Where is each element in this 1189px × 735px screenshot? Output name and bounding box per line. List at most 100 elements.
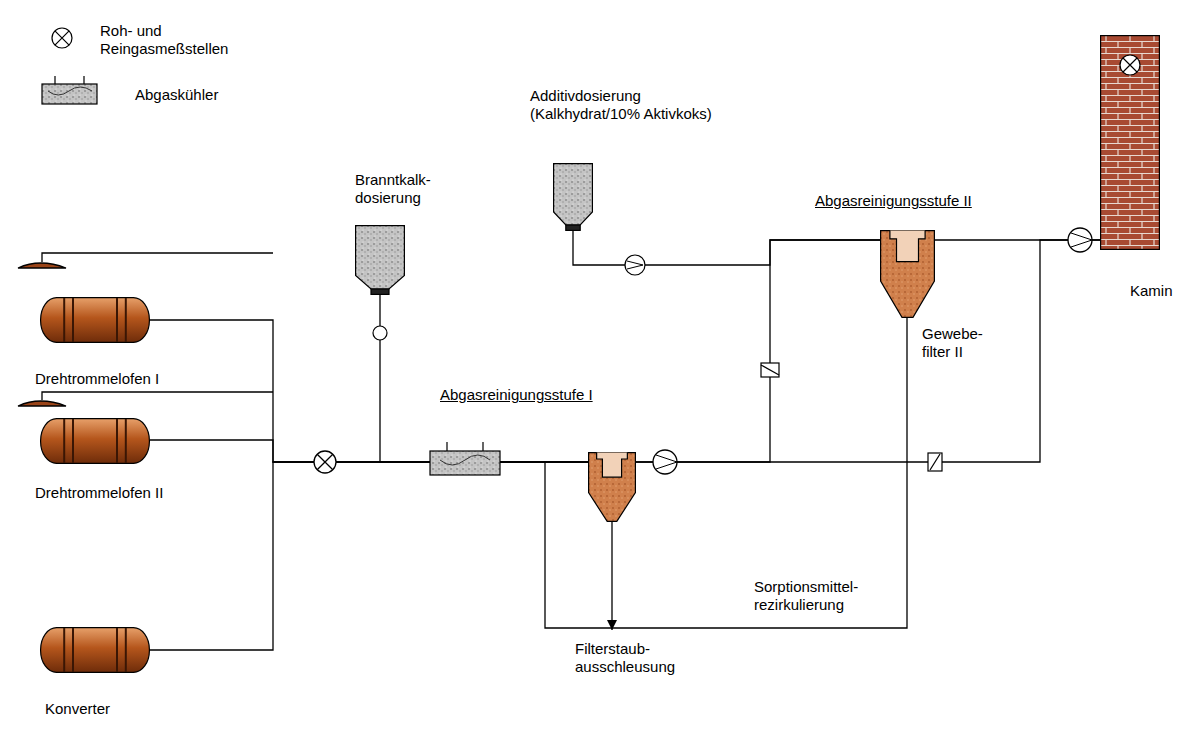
fabric-filter-shape: [597, 453, 628, 478]
oven-lids: [18, 253, 273, 406]
edge-label: Sorptionsmittel- rezirkulierung: [752, 578, 884, 614]
rotary-kiln-shape: [116, 419, 118, 463]
oven-lids: [18, 263, 66, 268]
pipe-connector: [380, 295, 588, 462]
dosing-feeder: [373, 255, 645, 340]
chimney-shape: [1101, 36, 1160, 250]
dosing-silo-shape: [554, 164, 593, 225]
dosing-silo-shape: [553, 163, 593, 231]
converter-shape: [41, 628, 150, 673]
gas-cooler: [430, 451, 500, 475]
discharge-label: Filterstaub- ausschleusung: [575, 640, 693, 676]
dosing-silo-shape: [355, 225, 405, 295]
fabric-filter: Abgasreinigungsstufe I: [588, 452, 636, 522]
pipe-connector: [150, 320, 588, 462]
measurement-point: [314, 451, 336, 473]
oven-lids: [42, 392, 273, 400]
legend-symbols: [42, 84, 97, 104]
gas-cooler: [440, 455, 490, 465]
fabric-filter-shape: [890, 231, 925, 262]
chimney: Kamin: [1100, 35, 1160, 250]
dosing-feeder: [627, 261, 643, 269]
fabric-filter-shape: [588, 452, 636, 522]
oven-lids: [42, 253, 273, 262]
node-label: Branntkalk- dosierung: [355, 171, 447, 207]
node-label: Drehtrommelofen I: [35, 370, 159, 388]
fan: [1068, 228, 1092, 252]
fabric-filter: Abgasreinigungsstufe IIGewebe- filter II: [880, 230, 935, 318]
chimney-shape: [1100, 35, 1160, 250]
pipe-connector: [150, 462, 588, 650]
rotary-kiln-shape: [40, 297, 150, 343]
rotary-kiln-shape: [41, 419, 150, 464]
rotary-kiln-shape: [63, 419, 65, 463]
rotary-kiln-shape: [125, 298, 127, 342]
converter-shape: [63, 628, 65, 672]
chimney-shape: [1120, 55, 1140, 75]
rotary-kiln-shape: [72, 298, 74, 342]
dust-discharge-arrow: [611, 522, 612, 630]
rotary-kiln-shape: [40, 418, 150, 464]
converter-shape: [116, 628, 118, 672]
node-label: Konverter: [45, 700, 110, 718]
pipe-connector: [636, 240, 880, 462]
damper: [761, 363, 779, 377]
converter: Konverter: [40, 627, 150, 673]
dosing-feeder: [625, 255, 645, 275]
fabric-filter-shape: [881, 231, 935, 318]
dosing-silo-shape: [356, 226, 405, 289]
pipe-connector: [150, 440, 588, 462]
pipe-connector: [545, 318, 907, 628]
node-label: Gewebe- filter II: [922, 325, 994, 361]
fan: [1071, 233, 1092, 247]
fan: [653, 228, 1092, 474]
dosing-silo-shape: [566, 225, 580, 230]
rotary-kiln: Drehtrommelofen I: [40, 297, 150, 343]
damper: [761, 363, 942, 471]
damper: [928, 453, 942, 471]
damper: [761, 365, 779, 375]
stage-title: Abgasreinigungsstufe I: [440, 386, 593, 404]
dust-discharge-arrow: [612, 522, 613, 630]
oven-lids: [18, 401, 66, 406]
fan: [656, 455, 677, 469]
node-label: Additivdosierung (Kalkhydrat/10% Aktivko…: [530, 87, 745, 123]
stage-title: Abgasreinigungsstufe II: [815, 192, 972, 210]
legend-text: Roh- und Reingasmeßstellen: [100, 22, 245, 58]
legend-symbols: [55, 76, 84, 84]
fabric-filter-shape: [589, 453, 636, 522]
dosing-silo-shape: [371, 289, 389, 294]
converter-shape: [40, 627, 150, 673]
node-label: Kamin: [1130, 282, 1173, 300]
rotary-kiln-shape: [63, 298, 65, 342]
legend-symbols: [55, 31, 69, 45]
measurement-point: [317, 454, 333, 470]
pipe-connector: [636, 240, 1100, 462]
rotary-kiln-shape: [125, 419, 127, 463]
legend-symbols: [42, 28, 97, 104]
dosing-feeder: [373, 326, 387, 340]
rotary-kiln: Drehtrommelofen II: [40, 418, 150, 464]
legend-symbols: [48, 87, 92, 95]
rotary-kiln-shape: [41, 298, 150, 343]
fabric-filter-shape: [880, 230, 935, 318]
rotary-kiln-shape: [116, 298, 118, 342]
dosing-silo: Branntkalk- dosierung: [355, 225, 405, 295]
measurement-point: [314, 451, 336, 473]
gas-cooler: [447, 442, 483, 451]
legend-text: Abgaskühler: [135, 86, 218, 104]
converter-shape: [72, 628, 74, 672]
converter-shape: [125, 628, 127, 672]
chimney-shape: [1123, 58, 1137, 72]
dosing-silo: Additivdosierung (Kalkhydrat/10% Aktivko…: [553, 163, 593, 231]
pipe-connector: [573, 231, 880, 265]
node-label: Drehtrommelofen II: [35, 484, 163, 502]
damper: [930, 454, 940, 470]
rotary-kiln-shape: [72, 419, 74, 463]
gas-cooler: [430, 442, 500, 475]
fan: [653, 450, 677, 474]
legend-symbols: [52, 28, 72, 48]
